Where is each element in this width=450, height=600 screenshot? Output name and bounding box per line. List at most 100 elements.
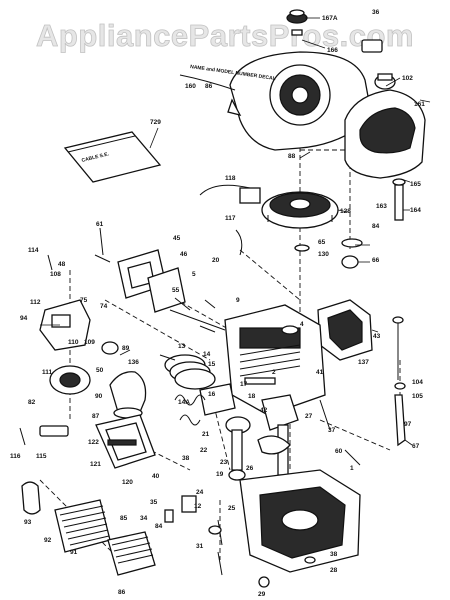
right-small-parts <box>294 178 406 269</box>
callout: 17 <box>240 381 248 388</box>
callout: 90 <box>95 393 103 400</box>
callout: 22 <box>200 447 208 454</box>
callout: 108 <box>50 271 61 278</box>
callout: 102 <box>402 75 413 82</box>
callout: 117 <box>225 215 236 222</box>
callout: 137 <box>358 359 369 366</box>
callout: 74 <box>100 303 108 310</box>
callout: 29 <box>258 591 266 598</box>
air-filter-housing <box>95 414 156 469</box>
callout: 55 <box>172 287 180 294</box>
cylinder-block <box>224 304 326 416</box>
callout: 67 <box>412 443 420 450</box>
callout: 60 <box>335 448 343 455</box>
connecting-rod <box>225 416 251 481</box>
callout: 164 <box>410 207 421 214</box>
callout: 122 <box>88 439 99 446</box>
callout: 31 <box>196 543 204 550</box>
callout: 35 <box>150 499 158 506</box>
callout: 120 <box>122 479 133 486</box>
callout: 40 <box>152 473 160 480</box>
callout: 128 <box>340 208 351 215</box>
callout: 43 <box>373 333 381 340</box>
callout: 87 <box>92 413 100 420</box>
cable-card <box>63 131 162 183</box>
callout: 2 <box>272 369 276 376</box>
callout: 27 <box>305 413 313 420</box>
callout: 65 <box>318 239 326 246</box>
callout: 110 <box>68 339 79 346</box>
callout: 4 <box>300 321 304 328</box>
dipstick-tube <box>392 316 406 447</box>
watermark: AppliancePartsPros.com <box>36 18 414 53</box>
fuel-tank <box>344 73 426 179</box>
callout: 84 <box>155 523 163 530</box>
callout: 18 <box>248 393 256 400</box>
callout: 88 <box>288 153 296 160</box>
callout: 97 <box>404 421 412 428</box>
callout: 20 <box>212 257 220 264</box>
callout: 116 <box>10 453 21 460</box>
callout: 160 <box>185 83 196 90</box>
callout: 82 <box>28 399 36 406</box>
piston-assembly <box>159 354 236 416</box>
callout: 14A <box>178 399 190 406</box>
muffler <box>317 299 373 361</box>
callout: 114 <box>28 247 39 254</box>
callout: 92 <box>44 537 52 544</box>
callout: 91 <box>70 549 78 556</box>
callout: 66 <box>372 257 380 264</box>
callout: 12 <box>194 503 202 510</box>
callout: 46 <box>180 251 188 258</box>
valve-springs <box>174 377 276 426</box>
callout: 61 <box>96 221 104 228</box>
callout: 85 <box>120 515 128 522</box>
callout: 50 <box>96 367 104 374</box>
callout: 45 <box>173 235 181 242</box>
callout: 89 <box>122 345 130 352</box>
callout-labels: 167A 36 166 160 86 102 161 729 88 165 16… <box>10 9 425 598</box>
callout: 167A <box>322 15 338 22</box>
callout: 94 <box>20 315 28 322</box>
intake-gaskets <box>94 249 226 331</box>
crankcase-base <box>239 469 361 573</box>
leader-lines <box>40 17 431 446</box>
callout: 86 <box>118 589 126 596</box>
callout: 75 <box>80 297 88 304</box>
callout: 166 <box>327 47 338 54</box>
callout: 109 <box>84 339 95 346</box>
flywheel <box>261 191 339 229</box>
callout: 729 <box>150 119 161 126</box>
air-filter-element <box>54 499 156 576</box>
callout: 111 <box>42 369 53 376</box>
callout: 37 <box>328 427 336 434</box>
callout: 16 <box>208 391 216 398</box>
callout: 24 <box>196 489 204 496</box>
callout: 5 <box>192 271 196 278</box>
callout: 13 <box>178 343 186 350</box>
callout: 38 <box>330 551 338 558</box>
callout: 28 <box>330 567 338 574</box>
callout: 41 <box>316 369 324 376</box>
callout: 23 <box>220 459 228 466</box>
callout: 19 <box>216 471 224 478</box>
callout: 93 <box>24 519 32 526</box>
callout: 25 <box>228 505 236 512</box>
callout: 15 <box>208 361 216 368</box>
callout: 86 <box>205 83 213 90</box>
callout: 105 <box>412 393 423 400</box>
callout: 9 <box>236 297 240 304</box>
callout: 21 <box>202 431 210 438</box>
callout: 42 <box>260 407 268 414</box>
callout: 121 <box>90 461 101 468</box>
filter-cover <box>21 481 41 515</box>
small-hardware <box>19 227 361 588</box>
callout: 104 <box>412 379 423 386</box>
callout: 112 <box>30 299 41 306</box>
callout: 48 <box>58 261 66 268</box>
callout: 1 <box>350 465 354 472</box>
callout: 115 <box>36 453 47 460</box>
callout: 130 <box>318 251 329 258</box>
